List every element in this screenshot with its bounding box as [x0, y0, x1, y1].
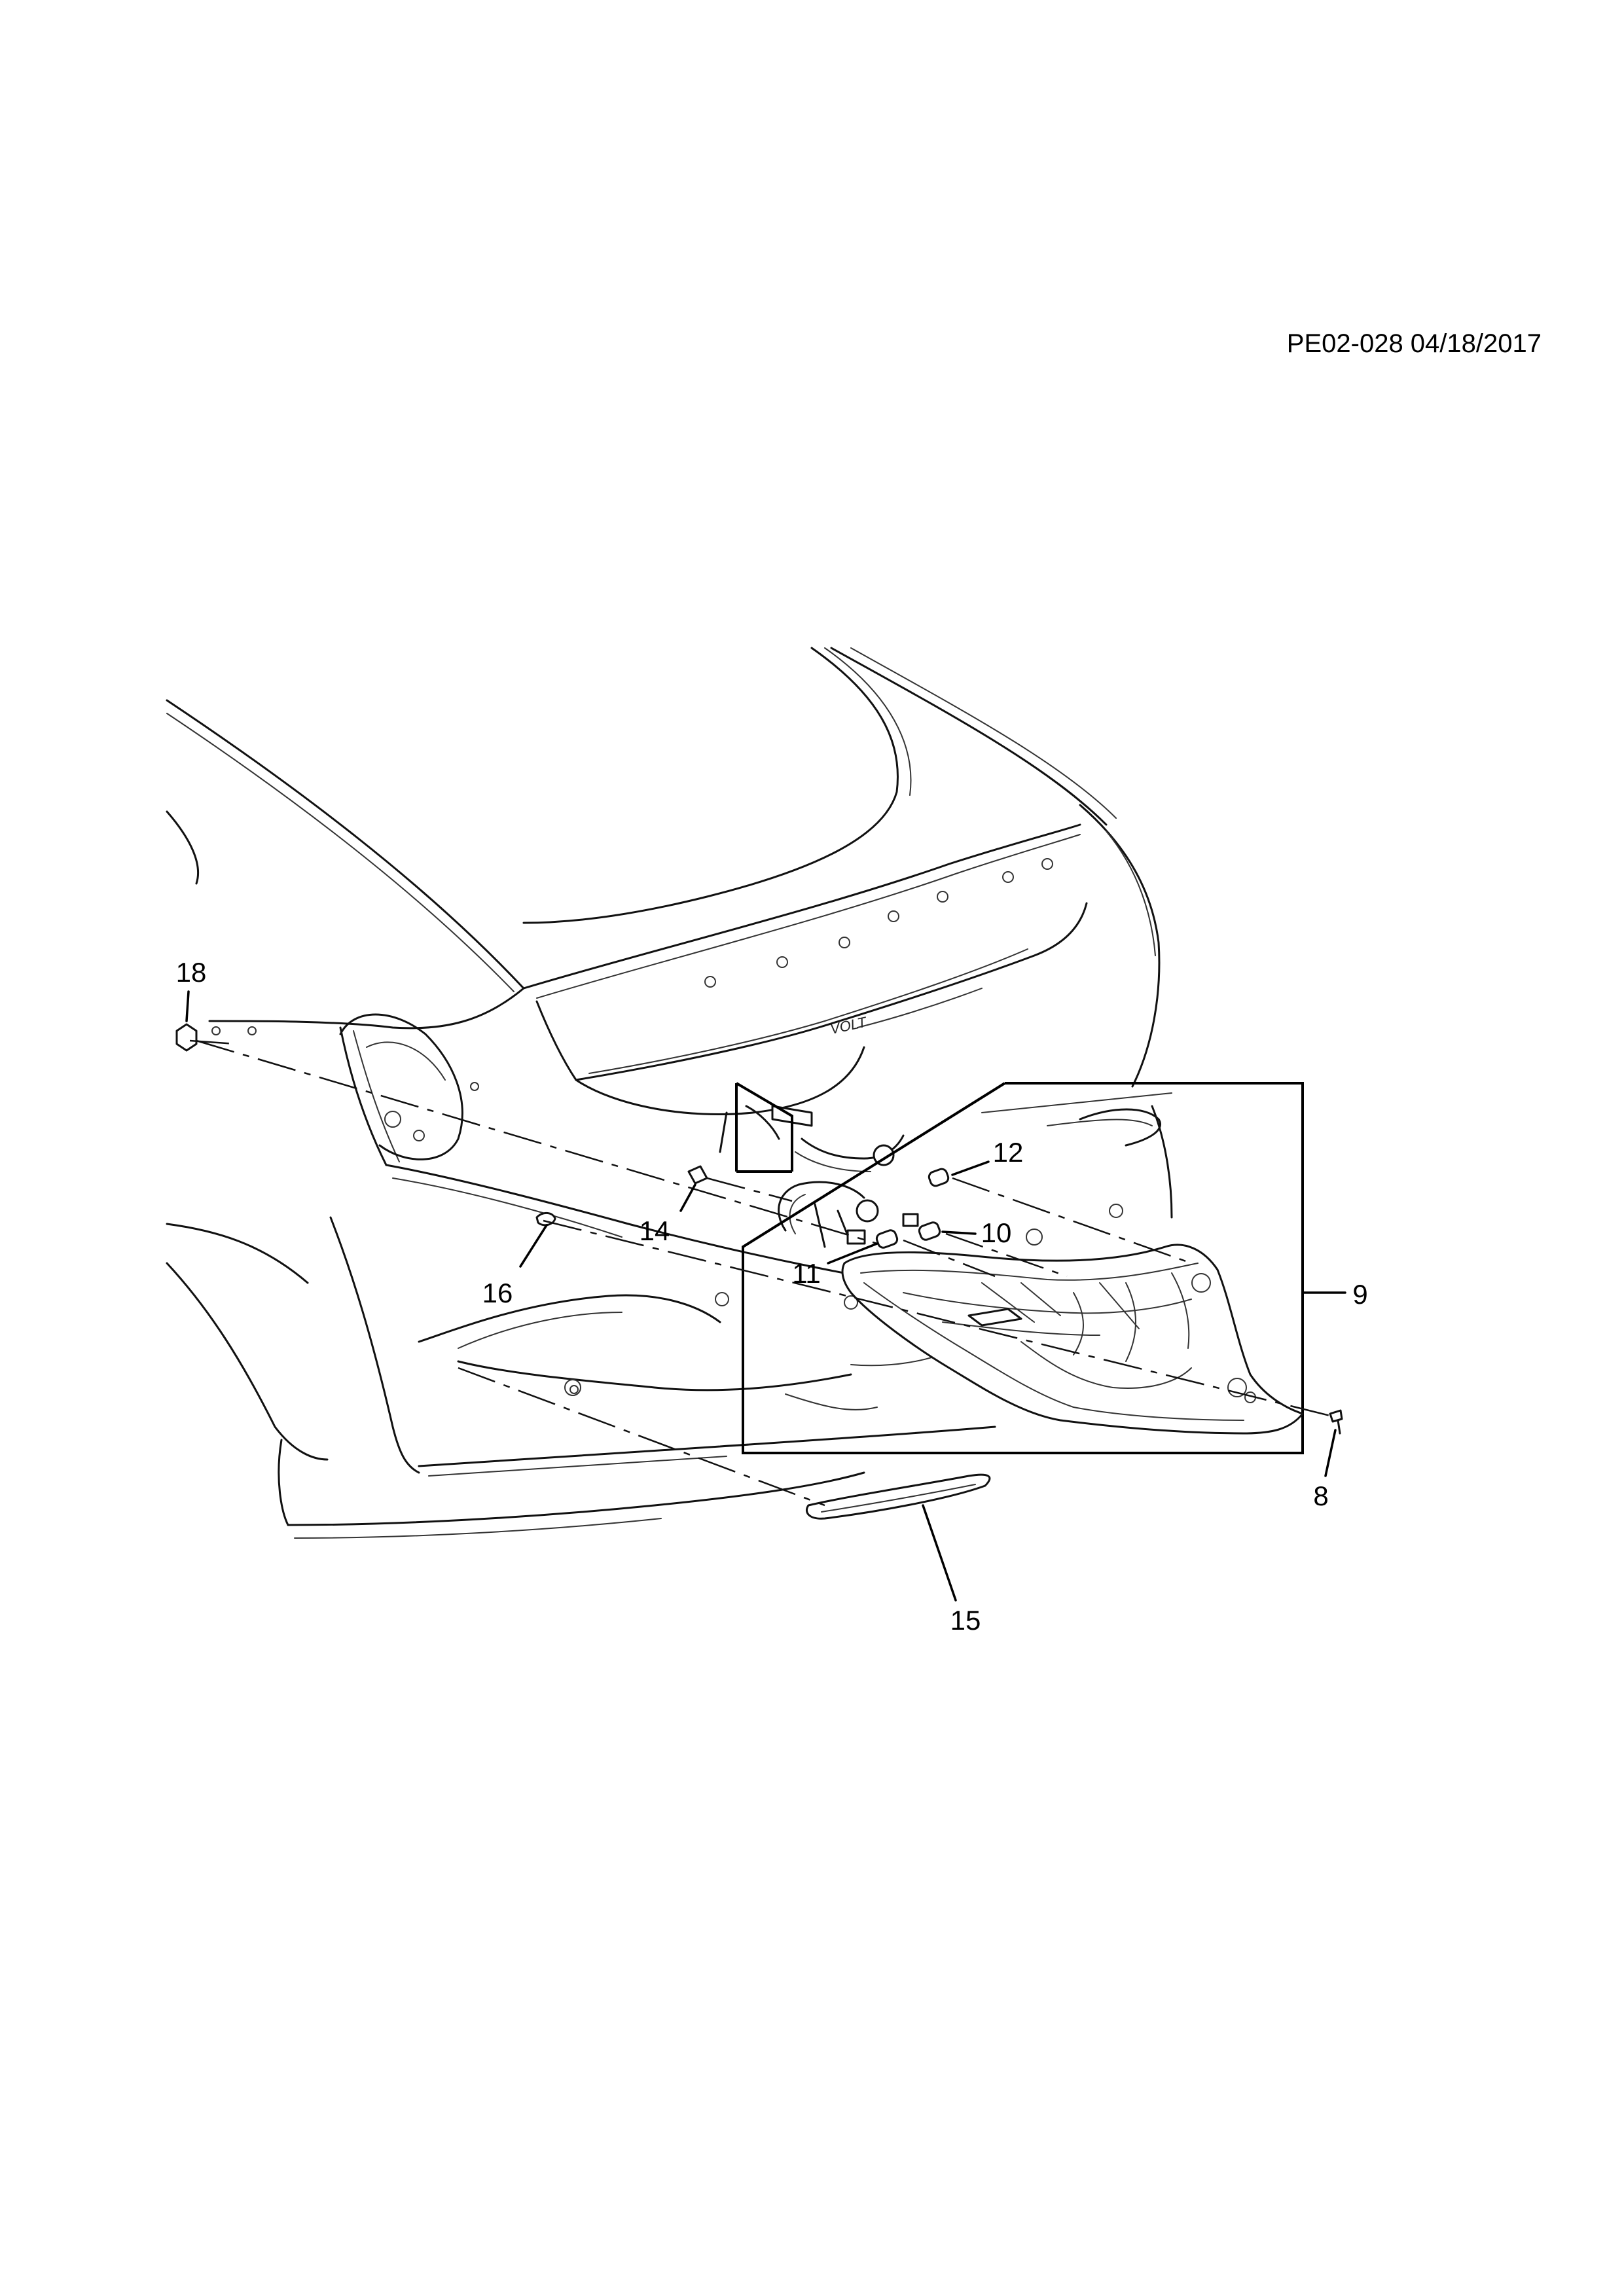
- trunk-badge-text: VOLT: [829, 1014, 869, 1037]
- leader-8: [1324, 1429, 1337, 1477]
- fasteners-and-reflector: [175, 1023, 1343, 1520]
- nut-18: [175, 1023, 198, 1052]
- leader-12: [951, 1160, 990, 1176]
- clip-14: [687, 1165, 708, 1185]
- leader-18: [185, 990, 190, 1022]
- callout-11: 11: [792, 1258, 821, 1289]
- callout-18: 18: [176, 957, 207, 988]
- document-id-date: PE02-028 04/18/2017: [1286, 329, 1542, 358]
- callout-leaders: [185, 990, 1346, 1602]
- reflector-15: [805, 1473, 991, 1520]
- callout-12: 12: [993, 1137, 1024, 1168]
- callout-16: 16: [482, 1278, 513, 1308]
- vehicle-rear-body: VOLT: [166, 647, 1173, 1539]
- tail-lamp-assembly-group: [735, 1082, 1304, 1454]
- leader-10: [941, 1230, 977, 1235]
- leader-11: [827, 1242, 878, 1265]
- assembly-group-box: [735, 1082, 793, 1172]
- callout-8: 8: [1313, 1480, 1328, 1511]
- bulb-10: [918, 1221, 941, 1241]
- callout-numbers: 18 14 16 12 10 11 9 8 15: [176, 957, 1368, 1636]
- tail-lamp-body: [841, 1244, 1304, 1435]
- screw-8: [1329, 1409, 1343, 1423]
- bulb-11: [875, 1229, 899, 1249]
- bulb-12: [928, 1168, 950, 1187]
- callout-15: 15: [950, 1605, 981, 1636]
- leader-15: [922, 1504, 957, 1602]
- reference-lines: [189, 1039, 1336, 1507]
- callout-9: 9: [1352, 1279, 1367, 1310]
- callout-10: 10: [981, 1217, 1012, 1248]
- leader-14: [679, 1183, 696, 1212]
- leader-16: [519, 1224, 548, 1268]
- callout-14: 14: [640, 1215, 670, 1246]
